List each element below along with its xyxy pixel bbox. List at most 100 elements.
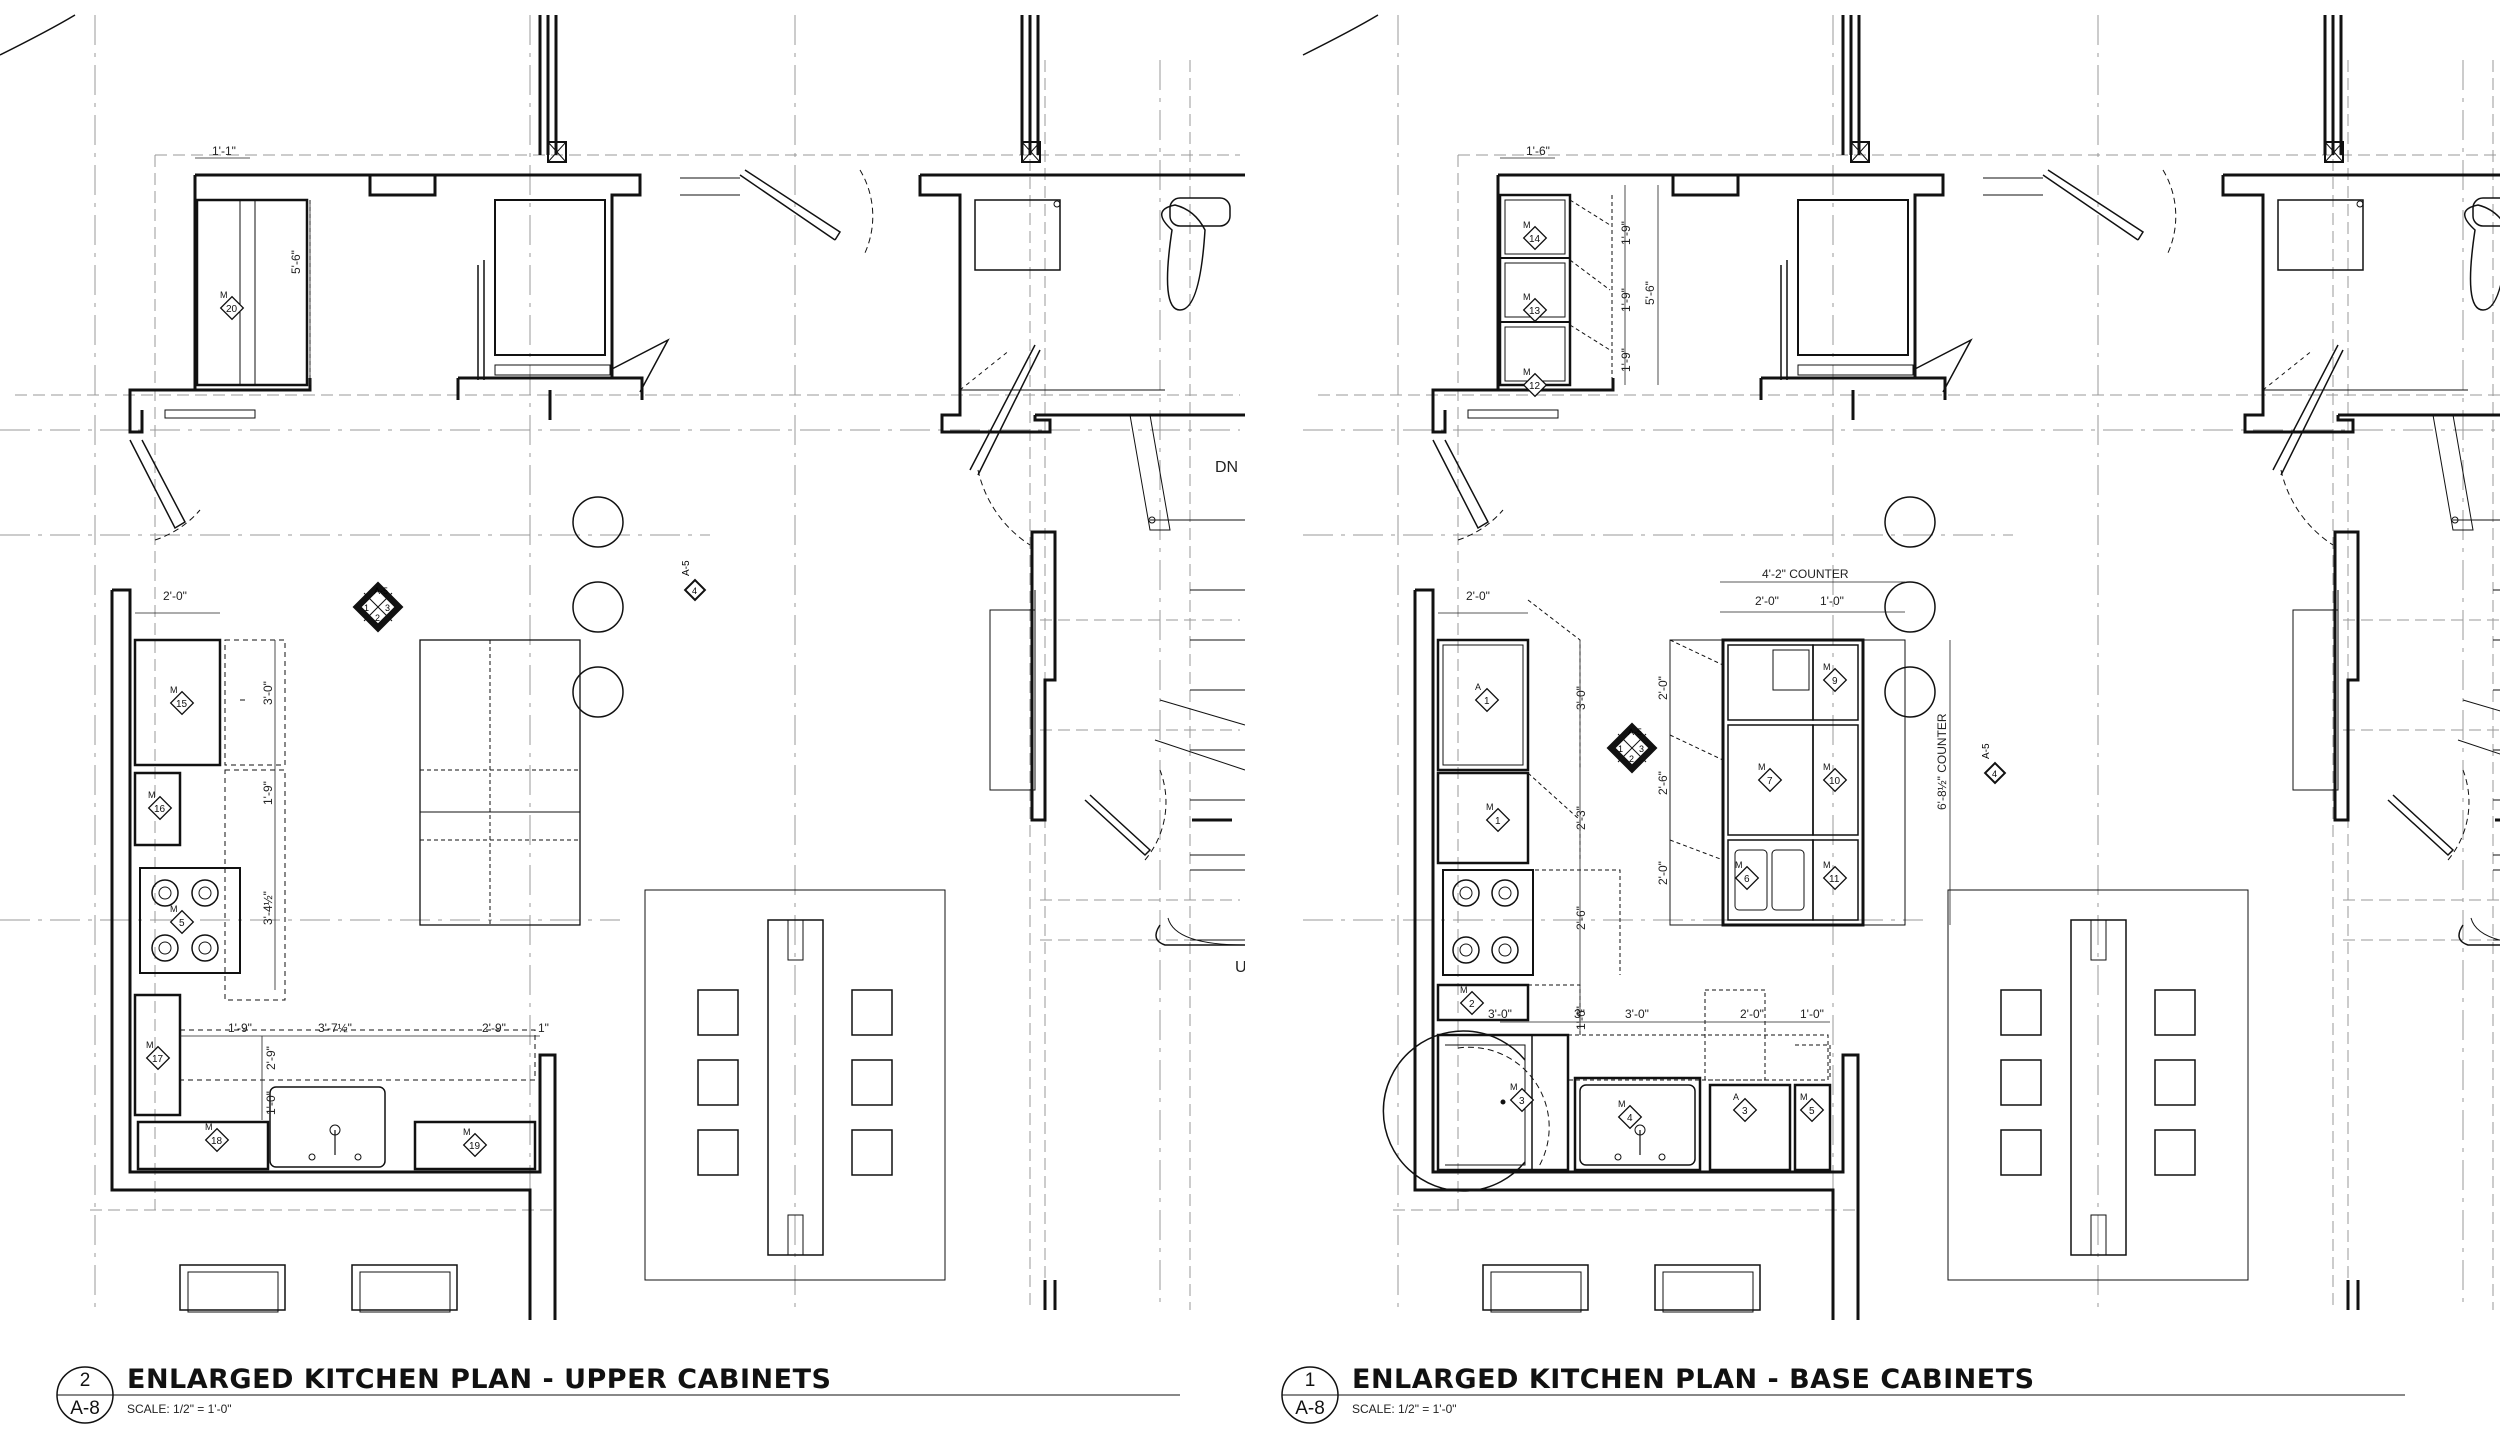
svg-text:M: M xyxy=(1523,367,1531,377)
svg-text:M: M xyxy=(1823,860,1831,870)
dim-h3: 3'-0" xyxy=(1625,1007,1649,1021)
svg-text:1: 1 xyxy=(1618,744,1623,754)
svg-text:A: A xyxy=(1475,682,1481,692)
tag-M12: 12M xyxy=(1523,367,1547,397)
svg-text:3: 3 xyxy=(1519,1096,1525,1107)
dim-h5: 1'-0" xyxy=(1800,1007,1824,1021)
svg-text:2: 2 xyxy=(1469,999,1475,1010)
upper-plan-title: ENLARGED KITCHEN PLAN - UPPER CABINETS xyxy=(127,1364,832,1395)
dim-i2: 2'-6" xyxy=(1656,771,1670,795)
title-block-upper xyxy=(56,1366,1180,1424)
base-plan-title: ENLARGED KITCHEN PLAN - BASE CABINETS xyxy=(1352,1364,2035,1395)
dim-total: 5'-6" xyxy=(1643,281,1657,305)
tag-M17: 17M xyxy=(146,1040,170,1070)
tag-M3: 3M xyxy=(1510,1082,1534,1112)
tag-M14: 14 M xyxy=(1523,220,1547,250)
svg-text:15: 15 xyxy=(176,699,188,710)
svg-text:M: M xyxy=(1523,292,1531,302)
dim-d2: 1'-9" xyxy=(261,781,275,805)
dim-left-width: 2'-0" xyxy=(1466,589,1490,603)
tag-M20: 20M xyxy=(220,290,244,320)
stair-label-up: U xyxy=(1235,959,1247,976)
svg-text:M: M xyxy=(170,685,178,695)
upper-elevation-marker: A-5 4 xyxy=(681,560,707,602)
svg-text:1: 1 xyxy=(364,603,369,613)
dim-v3: 2'-6" xyxy=(1574,906,1588,930)
svg-text:M: M xyxy=(1735,860,1743,870)
svg-text:M: M xyxy=(463,1127,471,1137)
svg-text:M: M xyxy=(1523,220,1531,230)
base-plan-scale: SCALE: 1/2" = 1'-0" xyxy=(1352,1402,1457,1416)
base-cabinets-plan: 1'-6" 1'-9" 1'-9" 1'-9" 5'-6" 4'-2" COUN… xyxy=(1301,13,2500,1322)
svg-text:5: 5 xyxy=(1809,1106,1815,1117)
dim-d1: 3'-0" xyxy=(261,681,275,705)
base-cabinet-tags: 14M 13M 12M 1A 1M 2M 3M 4M 3A 5M 9M 7M 1… xyxy=(1460,220,1847,1129)
dim-d3: 3'-4½" xyxy=(261,891,275,925)
base-plan-building-shell xyxy=(1301,13,2500,1322)
svg-text:5: 5 xyxy=(179,918,185,929)
dim-d6: 3'-7½" xyxy=(318,1021,352,1035)
dim-d4: 2'-9" xyxy=(264,1046,278,1070)
upper-range xyxy=(139,867,241,974)
dim-left-width: 2'-0" xyxy=(163,589,187,603)
tag-M11: 11M xyxy=(1823,860,1847,890)
tag-A3: 3A xyxy=(1733,1092,1757,1122)
tag-M2: 2M xyxy=(1460,985,1484,1015)
svg-text:19: 19 xyxy=(469,1141,481,1152)
svg-text:3: 3 xyxy=(385,603,390,613)
svg-text:9: 9 xyxy=(1832,676,1838,687)
svg-text:A-5: A-5 xyxy=(374,586,388,596)
upper-section-marker: A-5 1 2 3 xyxy=(352,581,404,633)
tag-M13: 13 M xyxy=(1523,292,1547,322)
svg-text:M: M xyxy=(1618,1099,1626,1109)
base-elevation-marker: A-5 4 xyxy=(1981,743,2007,785)
svg-text:16: 16 xyxy=(154,804,166,815)
svg-text:A-5: A-5 xyxy=(681,560,692,576)
tag-M18: 18M xyxy=(205,1122,229,1152)
svg-text:10: 10 xyxy=(1829,776,1841,787)
svg-text:6: 6 xyxy=(1744,874,1750,885)
upper-sheet-number: A-8 xyxy=(70,1398,100,1419)
svg-text:M: M xyxy=(146,1040,154,1050)
svg-text:M: M xyxy=(1758,762,1766,772)
dim-v1: 3'-0" xyxy=(1574,686,1588,710)
upper-plan-scale: SCALE: 1/2" = 1'-0" xyxy=(127,1402,232,1416)
base-detail-number: 1 xyxy=(1304,1370,1316,1391)
tag-M5: 5M xyxy=(170,904,194,934)
svg-text:2: 2 xyxy=(1629,754,1634,764)
upper-plan-building-shell xyxy=(0,13,1247,1322)
svg-text:M: M xyxy=(1486,802,1494,812)
upper-dimensions xyxy=(135,157,540,1120)
tag-M7: 7M xyxy=(1758,762,1782,792)
svg-text:14: 14 xyxy=(1529,234,1541,245)
upper-sink xyxy=(269,1086,400,1174)
tag-M1: 1M xyxy=(1486,802,1510,832)
tag-M16: 16M xyxy=(148,790,172,820)
upper-detail-number: 2 xyxy=(79,1370,91,1391)
svg-text:7: 7 xyxy=(1767,776,1773,787)
svg-text:M: M xyxy=(1800,1092,1808,1102)
svg-text:1: 1 xyxy=(1495,816,1501,827)
upper-pantry-cabinet xyxy=(195,198,311,387)
tag-M9: 9M xyxy=(1823,662,1847,692)
svg-text:M: M xyxy=(220,290,228,300)
base-sheet-number: A-8 xyxy=(1295,1398,1325,1419)
svg-text:M: M xyxy=(170,904,178,914)
svg-text:3: 3 xyxy=(1742,1106,1748,1117)
upper-cabinets-plan: 1'-1" 5'-6" 2'-0" 3'-0" 1'-9" 3'-4½" 2'-… xyxy=(0,0,1305,1330)
tag-M10: 10M xyxy=(1823,762,1847,792)
dim-counter-right: 1'-0" xyxy=(1820,594,1844,608)
svg-text:13: 13 xyxy=(1529,306,1541,317)
svg-text:M: M xyxy=(1460,985,1468,995)
base-range xyxy=(1442,869,1534,976)
dim-d9: 1'-0" xyxy=(264,1091,278,1115)
title-block-base xyxy=(1281,1366,2405,1424)
svg-text:4: 4 xyxy=(692,586,697,596)
dim-d5: 1'-9" xyxy=(228,1021,252,1035)
svg-text:A-5: A-5 xyxy=(1981,743,1992,759)
upper-dimension-labels: 1'-1" 5'-6" 2'-0" 3'-0" 1'-9" 3'-4½" 2'-… xyxy=(163,144,1247,1115)
dim-d7: 2'-9" xyxy=(482,1021,506,1035)
base-dimension-labels: 1'-6" 1'-9" 1'-9" 1'-9" 5'-6" 4'-2" COUN… xyxy=(1466,144,1949,1030)
tag-M19: 19 M xyxy=(463,1127,487,1157)
svg-text:2: 2 xyxy=(375,613,380,623)
